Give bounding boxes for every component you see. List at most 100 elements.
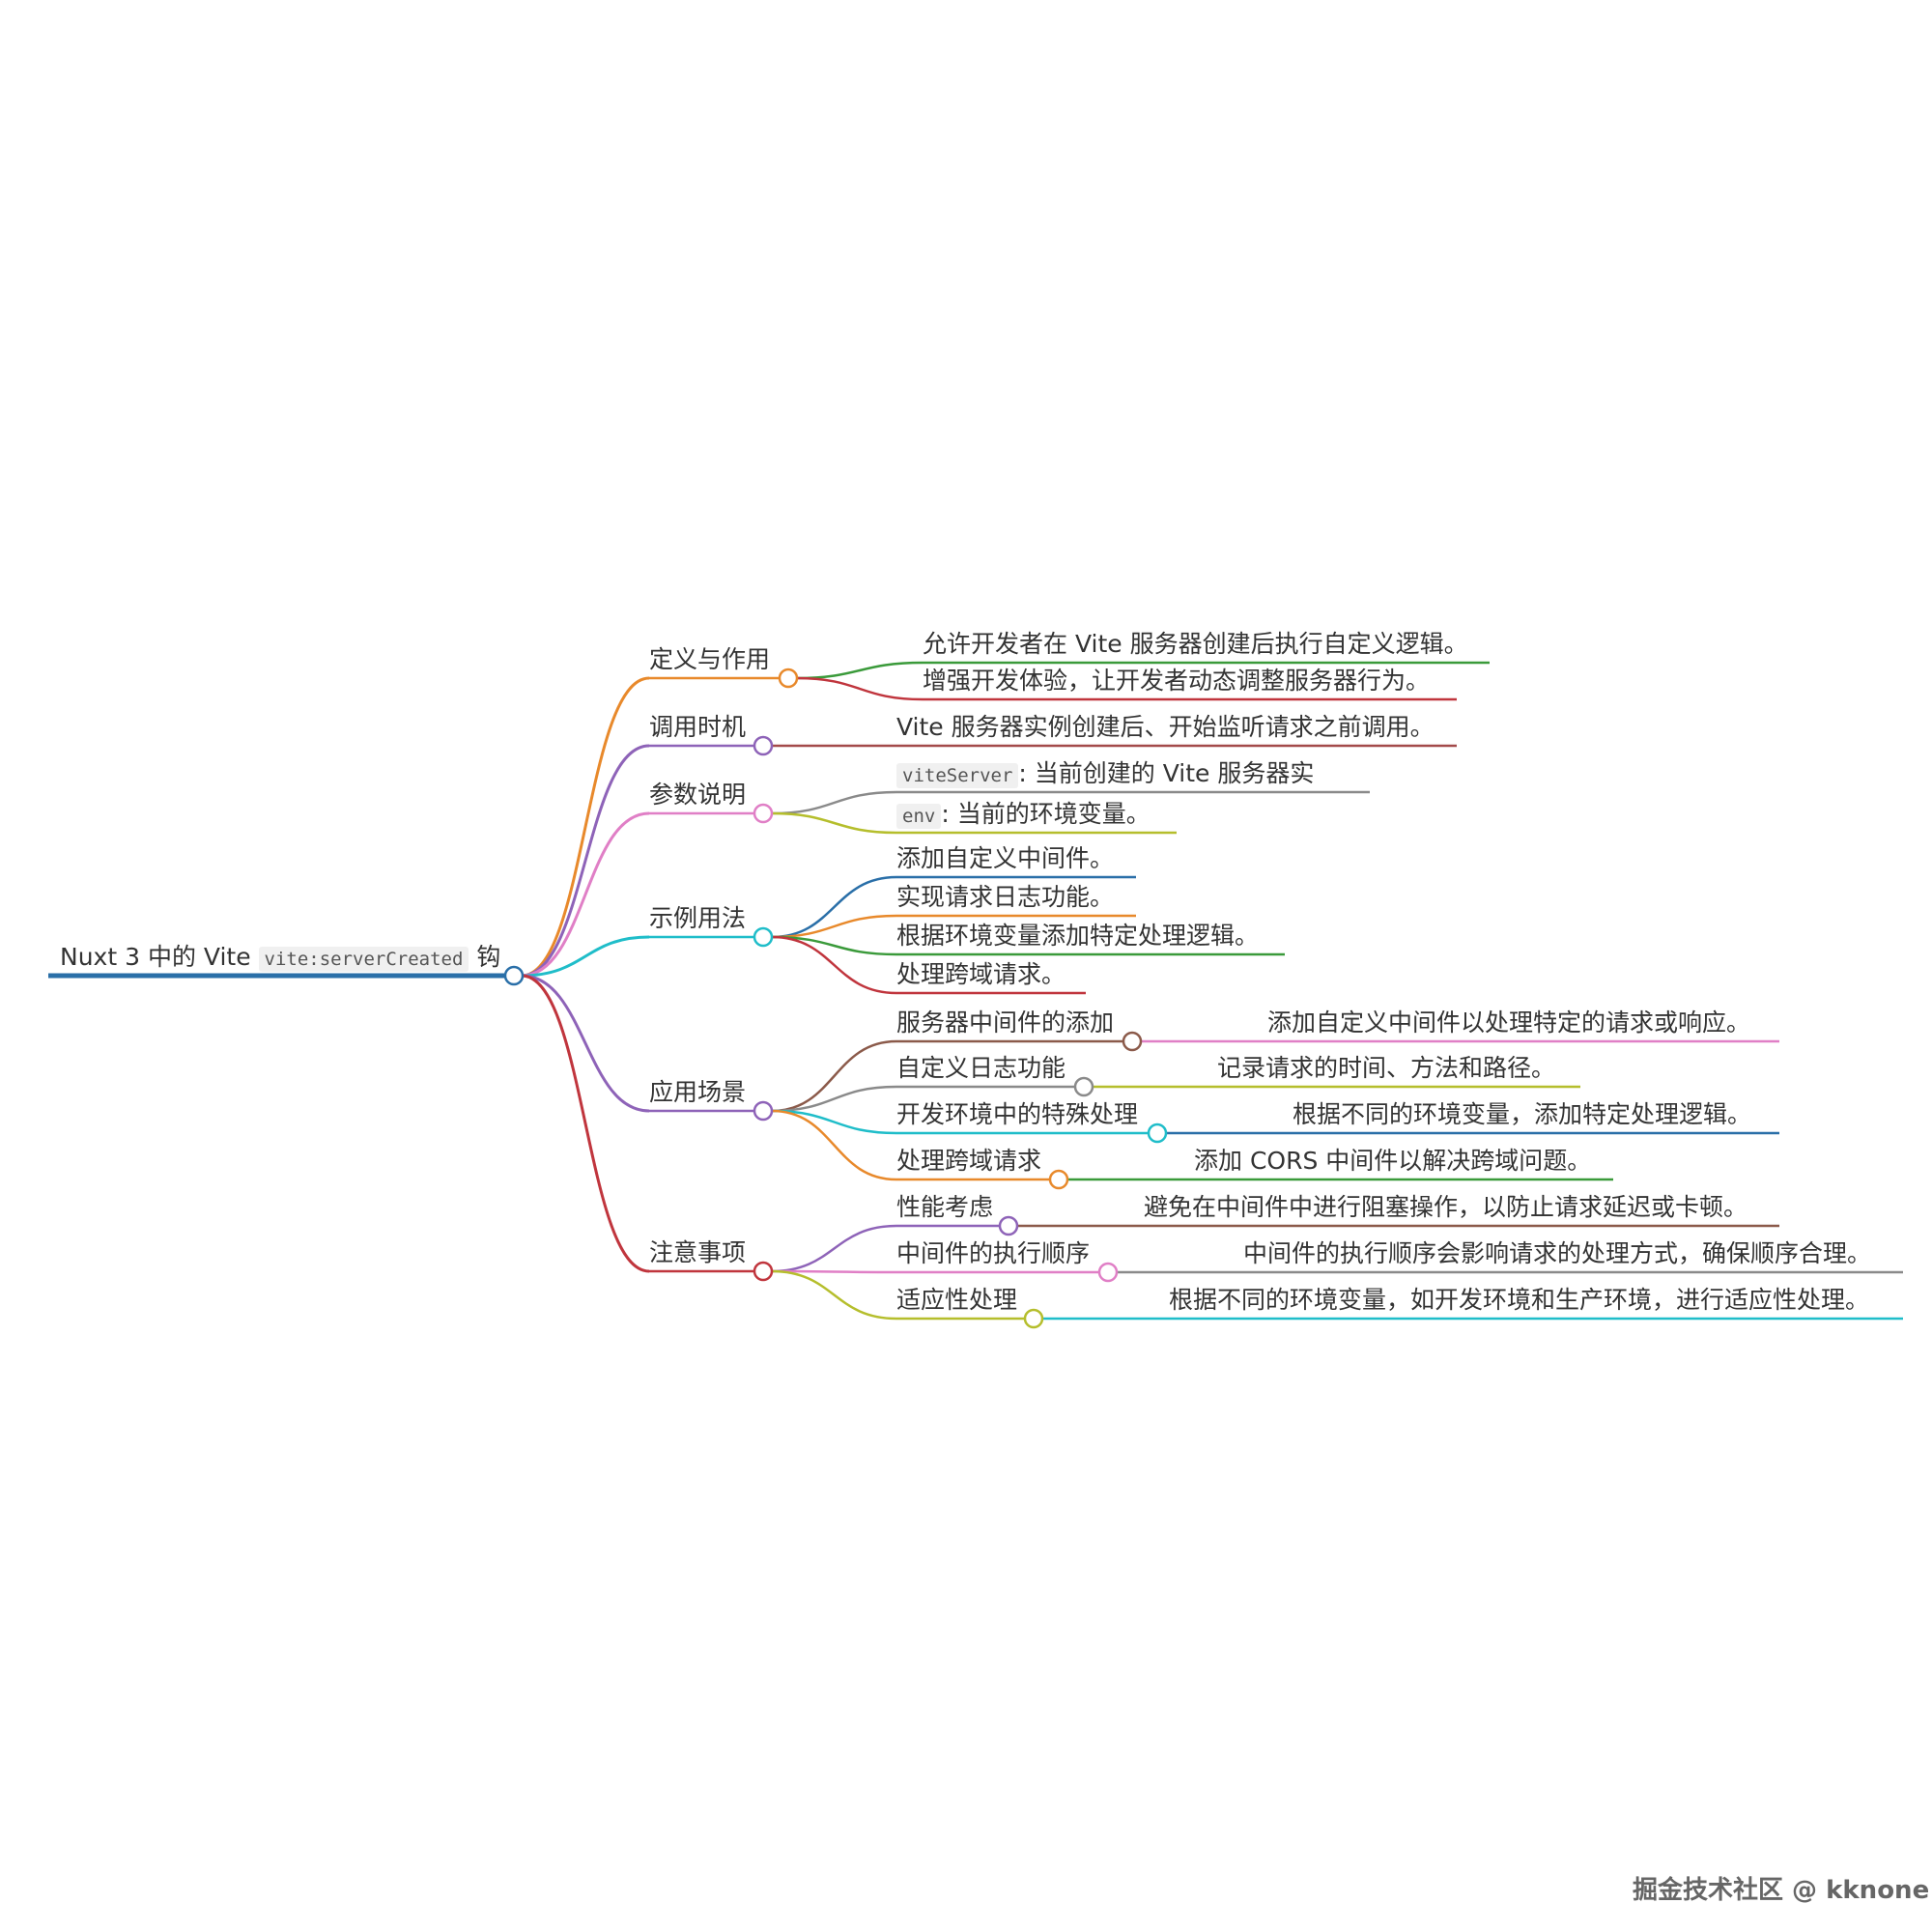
branch-node (753, 803, 774, 824)
child-topic: 处理跨域请求。 (896, 960, 1065, 989)
child-node (1073, 1076, 1094, 1097)
root-title-suffix: 钩 (476, 943, 501, 971)
branch-connector (521, 974, 650, 1273)
child-connector (796, 661, 923, 680)
child-label: 允许开发者在 Vite 服务器创建后执行自定义逻辑。 (923, 630, 1468, 658)
child-connector (771, 935, 897, 995)
child-label: 性能考虑 (896, 1193, 994, 1221)
child-connector (771, 1269, 897, 1321)
child-topic: 适应性处理 (896, 1286, 1017, 1315)
detail-label: 避免在中间件中进行阻塞操作，以防止请求延迟或卡顿。 (1144, 1193, 1748, 1221)
child-topic: Vite 服务器实例创建后、开始监听请求之前调用。 (896, 713, 1435, 742)
root-hook-code: vite:serverCreated (258, 947, 469, 972)
branch-label: 示例用法 (649, 904, 747, 932)
branch-label: 注意事项 (649, 1238, 747, 1266)
child-label: 根据环境变量添加特定处理逻辑。 (896, 922, 1260, 950)
child-topic: 添加自定义中间件。 (896, 844, 1114, 873)
detail-topic: 记录请求的时间、方法和路径。 (1217, 1054, 1555, 1083)
child-label: 处理跨域请求 (896, 1147, 1042, 1175)
detail-topic: 避免在中间件中进行阻塞操作，以防止请求延迟或卡顿。 (1144, 1193, 1747, 1222)
child-label: 添加自定义中间件。 (896, 844, 1115, 872)
param-code: env (896, 804, 942, 829)
branch-connector (521, 974, 650, 1113)
branch-node (753, 735, 774, 756)
child-label: 处理跨域请求。 (896, 960, 1066, 988)
child-topic: 开发环境中的特殊处理 (896, 1100, 1138, 1129)
branch-topic: 示例用法 (649, 904, 746, 933)
param-description: : 当前的环境变量。 (941, 800, 1151, 828)
branch-node (753, 1261, 774, 1282)
detail-label: 中间件的执行顺序会影响请求的处理方式，确保顺序合理。 (1243, 1239, 1872, 1267)
child-topic: 根据环境变量添加特定处理逻辑。 (896, 922, 1259, 951)
branch-topic: 参数说明 (649, 781, 746, 810)
branch-label: 参数说明 (649, 781, 747, 809)
detail-topic: 添加自定义中间件以处理特定的请求或响应。 (1267, 1009, 1750, 1037)
child-topic: 服务器中间件的添加 (896, 1009, 1114, 1037)
child-connector (771, 1224, 897, 1273)
child-topic: viteServer: 当前创建的 Vite 服务器实 (896, 759, 1314, 790)
root-topic: Nuxt 3 中的 Vite vite:serverCreated 钩 (60, 943, 500, 974)
child-label: 开发环境中的特殊处理 (896, 1100, 1139, 1128)
child-connector (771, 935, 897, 956)
child-label: 增强开发体验，让开发者动态调整服务器行为。 (923, 667, 1431, 695)
child-topic: 性能考虑 (896, 1193, 993, 1222)
child-connector (771, 875, 897, 939)
child-connector (771, 811, 897, 835)
root-node (503, 965, 525, 986)
child-node (1147, 1122, 1168, 1144)
detail-label: 根据不同的环境变量，添加特定处理逻辑。 (1293, 1100, 1752, 1128)
child-label: 服务器中间件的添加 (896, 1009, 1115, 1037)
branch-node (753, 926, 774, 948)
detail-label: 记录请求的时间、方法和路径。 (1217, 1054, 1556, 1082)
branch-topic: 定义与作用 (649, 645, 770, 674)
branch-topic: 注意事项 (649, 1238, 746, 1267)
branch-topic: 应用场景 (649, 1078, 746, 1107)
branch-node (778, 668, 799, 689)
detail-label: 根据不同的环境变量，如开发环境和生产环境，进行适应性处理。 (1169, 1286, 1870, 1314)
child-connector (771, 1039, 897, 1113)
branch-connector (521, 676, 650, 978)
child-connector (771, 790, 897, 815)
branch-connector (521, 935, 650, 978)
param-description: : 当前创建的 Vite 服务器实 (1018, 759, 1315, 787)
child-node (1023, 1308, 1044, 1329)
child-node (1097, 1262, 1119, 1283)
detail-topic: 中间件的执行顺序会影响请求的处理方式，确保顺序合理。 (1243, 1239, 1871, 1268)
child-topic: 自定义日志功能 (896, 1054, 1065, 1083)
child-node (1048, 1169, 1069, 1190)
detail-label: 添加自定义中间件以处理特定的请求或响应。 (1267, 1009, 1751, 1037)
root-title-prefix: Nuxt 3 中的 Vite (60, 943, 251, 971)
child-topic: 允许开发者在 Vite 服务器创建后执行自定义逻辑。 (923, 630, 1468, 659)
watermark: 掘金技术社区 @ kknone (1633, 1876, 1930, 1905)
branch-connector (521, 811, 650, 978)
branch-label: 调用时机 (649, 713, 747, 741)
child-topic: 增强开发体验，让开发者动态调整服务器行为。 (923, 667, 1430, 696)
child-topic: env: 当前的环境变量。 (896, 800, 1151, 831)
child-label: 适应性处理 (896, 1286, 1018, 1314)
child-label: 实现请求日志功能。 (896, 883, 1115, 911)
detail-label: 添加 CORS 中间件以解决跨域问题。 (1194, 1147, 1592, 1175)
child-connector (771, 1269, 897, 1274)
branch-label: 应用场景 (649, 1078, 747, 1106)
branch-connector (521, 744, 650, 978)
branch-label: 定义与作用 (649, 645, 771, 673)
child-topic: 处理跨域请求 (896, 1147, 1041, 1176)
child-topic: 实现请求日志功能。 (896, 883, 1114, 912)
param-code: viteServer (896, 763, 1019, 788)
child-node (998, 1215, 1019, 1236)
detail-topic: 根据不同的环境变量，添加特定处理逻辑。 (1293, 1100, 1751, 1129)
child-label: 中间件的执行顺序 (896, 1239, 1091, 1267)
child-connector (771, 1109, 897, 1135)
child-connector (771, 1085, 897, 1113)
child-connector (771, 914, 897, 939)
detail-topic: 添加 CORS 中间件以解决跨域问题。 (1194, 1147, 1591, 1176)
child-label: 自定义日志功能 (896, 1054, 1066, 1082)
branch-node (753, 1100, 774, 1122)
branch-topic: 调用时机 (649, 713, 746, 742)
child-node (1122, 1031, 1143, 1052)
child-connector (771, 1109, 897, 1181)
child-connector (796, 676, 923, 701)
detail-topic: 根据不同的环境变量，如开发环境和生产环境，进行适应性处理。 (1169, 1286, 1869, 1315)
child-topic: 中间件的执行顺序 (896, 1239, 1090, 1268)
